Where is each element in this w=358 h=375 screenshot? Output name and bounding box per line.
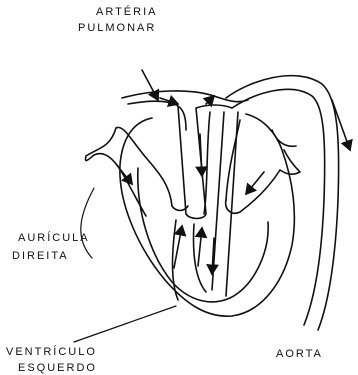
aorta-left-wall bbox=[204, 112, 210, 214]
label-pulmonar: PULMONAR bbox=[78, 22, 156, 34]
label-esquerdo: ESQUERDO bbox=[18, 362, 97, 374]
label-arteria: ARTÉRIA bbox=[96, 6, 157, 18]
right-atrium bbox=[85, 127, 172, 216]
label-aorta: AORTA bbox=[276, 348, 323, 360]
aorta-arch bbox=[226, 76, 339, 330]
pulmonary-artery bbox=[122, 91, 248, 219]
label-ventriculo: VENTRÍCULO bbox=[6, 346, 97, 358]
label-auricula: AURÍCULA bbox=[18, 232, 90, 244]
label-direita: DIREITA bbox=[12, 250, 69, 262]
